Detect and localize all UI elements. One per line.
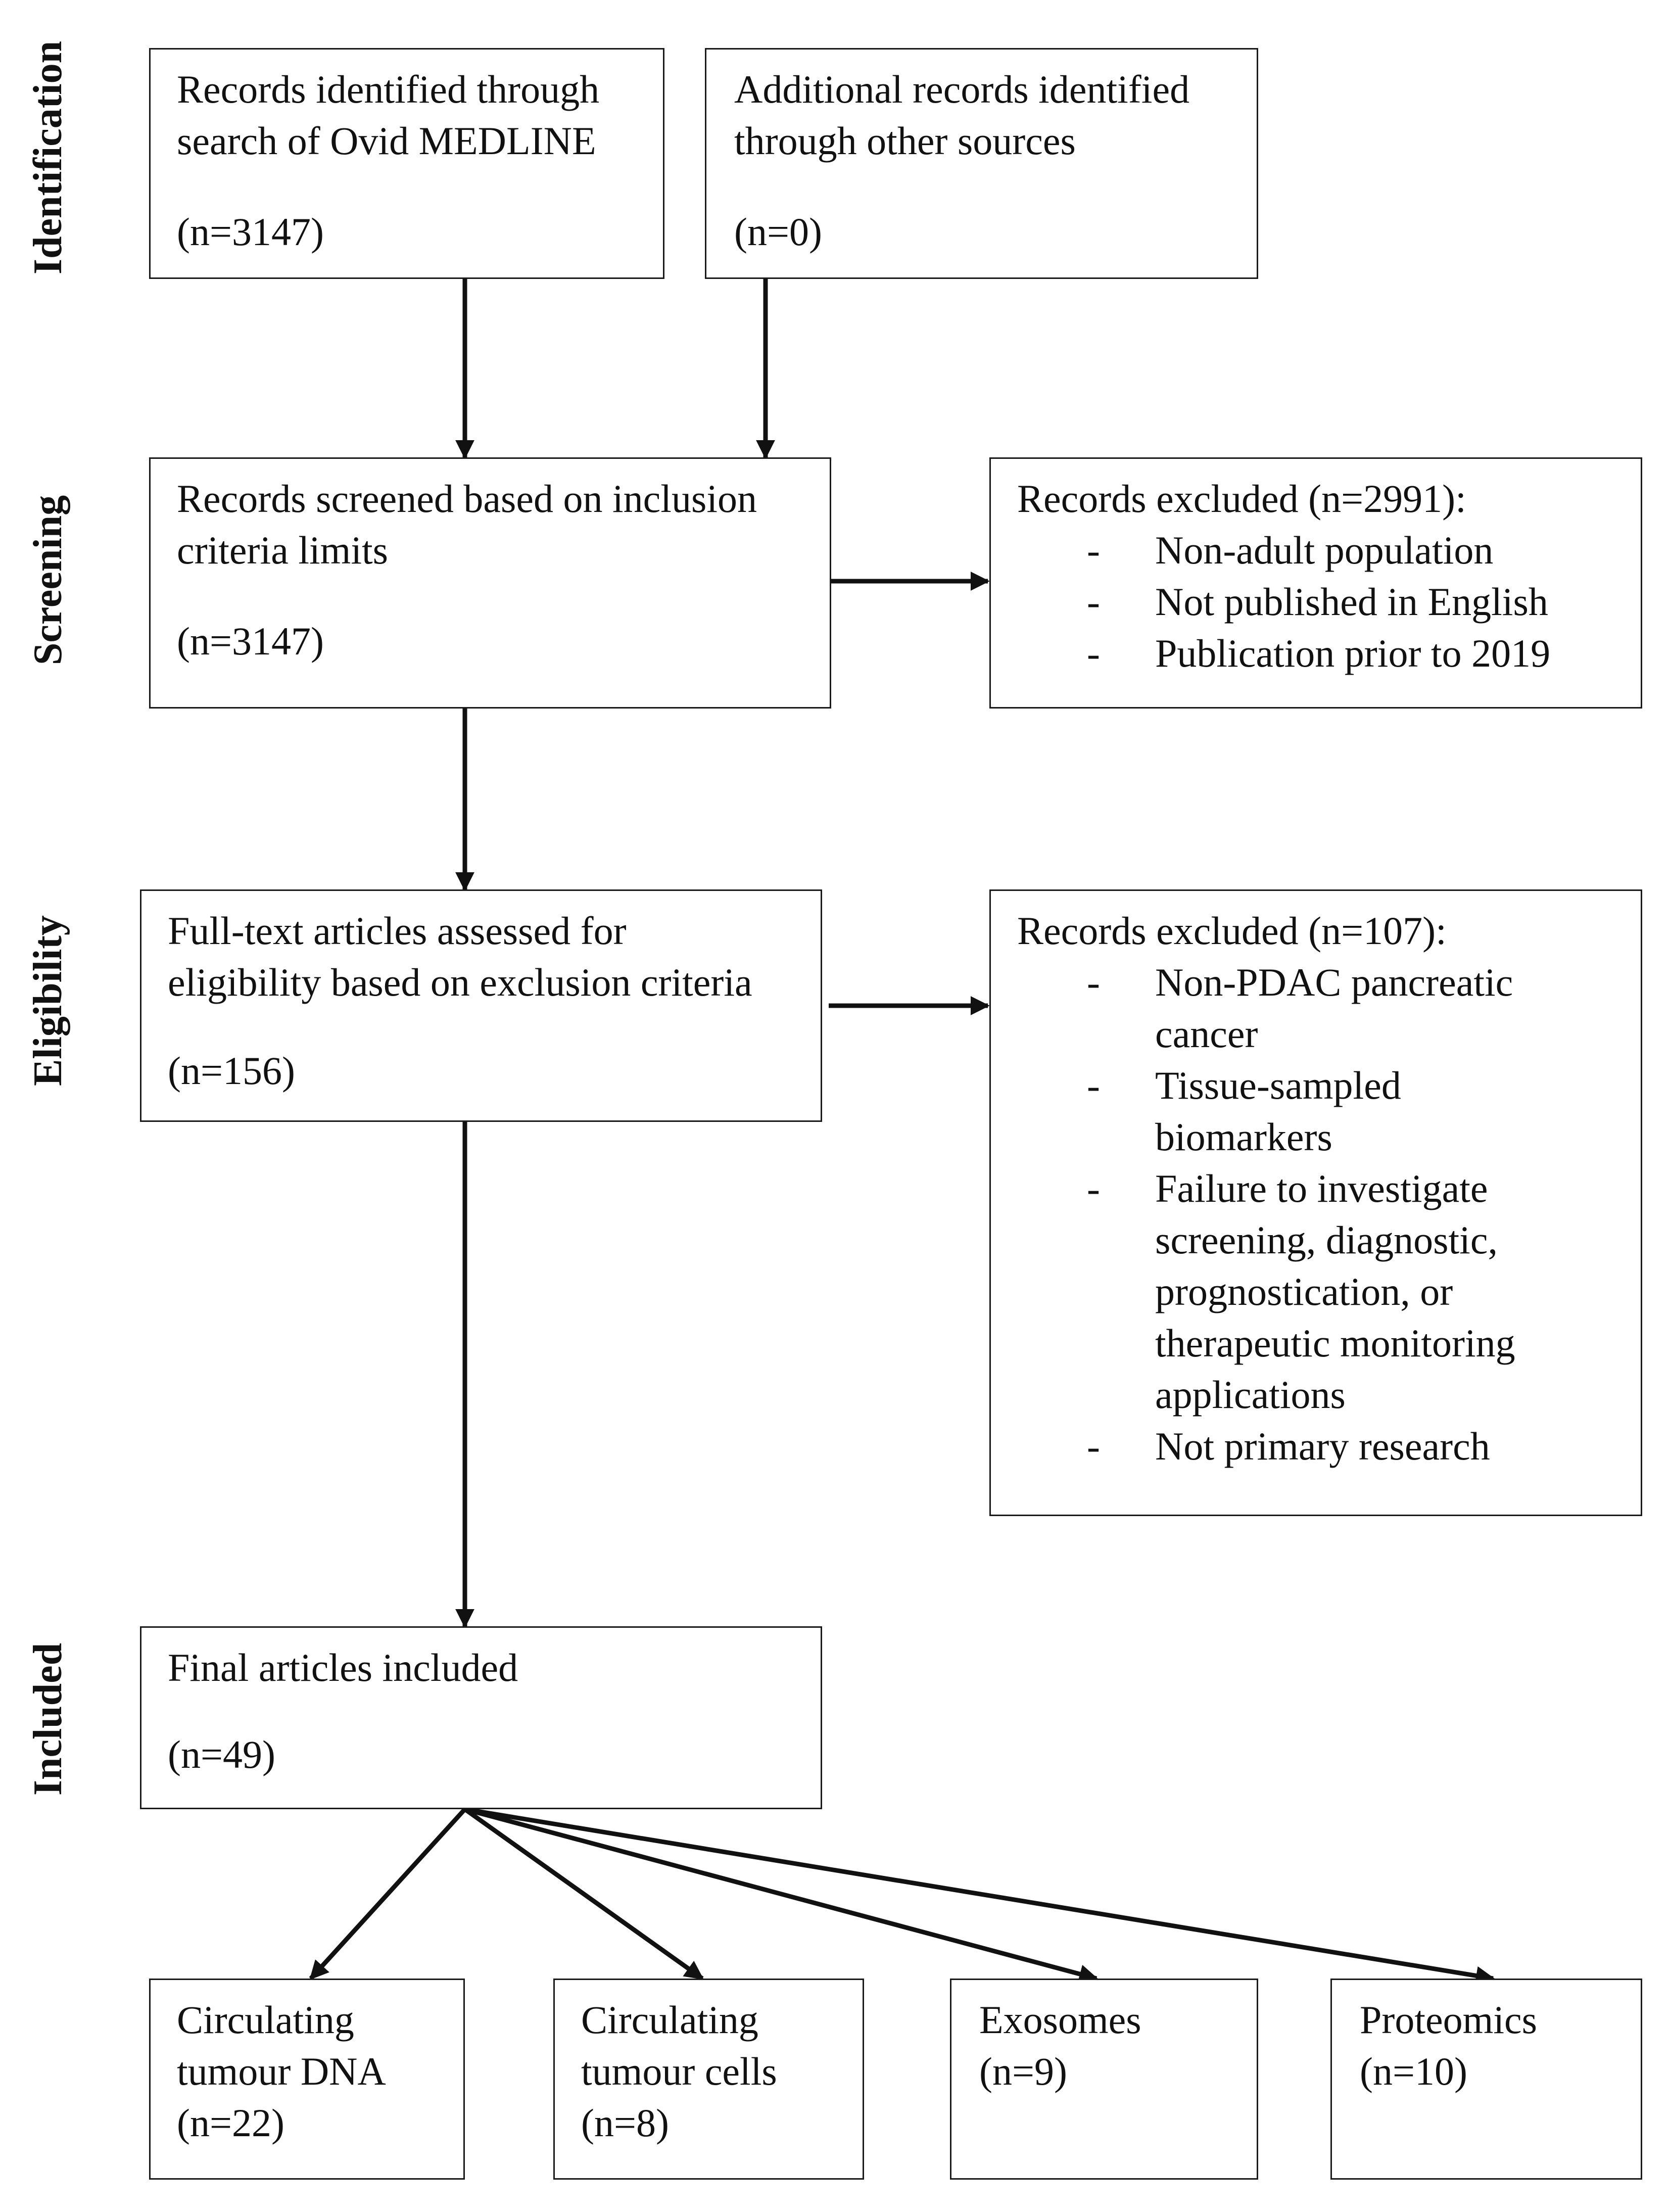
records-screened-line2: criteria limits — [177, 528, 389, 572]
records-identified-line1: Records identified through — [177, 67, 600, 111]
final-articles-count: (n=49) — [168, 1732, 275, 1776]
eligibility-reason-dash: - — [1087, 1424, 1100, 1468]
records-identified-count: (n=3147) — [177, 210, 324, 254]
arrow-final-to-ctc — [463, 1807, 704, 1981]
eligibility-reason-line: Tissue-sampled — [1155, 1063, 1401, 1107]
final-articles-box: Final articles included (n=49) — [140, 1626, 822, 1809]
arrow-final-to-proteomics — [464, 1807, 1495, 1986]
records-screened-box: Records screened based on inclusion crit… — [149, 457, 831, 709]
records-screened-count: (n=3147) — [177, 619, 324, 663]
category-box-proteomics: Proteomics (n=10) — [1330, 1979, 1642, 2180]
screening-reason-item: Non-adult population — [1155, 528, 1494, 572]
screening-excluded-box: Records excluded (n=2991): - Non-adult p… — [989, 457, 1642, 709]
eligibility-reason-line: Non-PDAC pancreatic — [1155, 960, 1513, 1004]
category-line1: Circulating — [177, 1998, 354, 2042]
category-box-circulating-tumour-cells: Circulating tumour cells (n=8) — [553, 1979, 864, 2180]
screening-reason-dash: - — [1087, 528, 1100, 572]
eligibility-excluded-heading: Records excluded (n=107): — [1017, 909, 1447, 953]
full-text-assessed-count: (n=156) — [168, 1049, 295, 1093]
eligibility-reason-line: prognostication, or — [1155, 1269, 1453, 1313]
eligibility-reason-line: applications — [1155, 1373, 1346, 1417]
arrow-final-to-ctdna — [309, 1807, 467, 1981]
eligibility-reason-dash: - — [1087, 1166, 1100, 1210]
category-line1: Circulating — [581, 1998, 758, 2042]
category-line1: Exosomes — [979, 1998, 1141, 2042]
stage-label-included: Included — [26, 1642, 70, 1796]
category-count: (n=9) — [979, 2049, 1067, 2093]
eligibility-reason-line: therapeutic monitoring — [1155, 1321, 1515, 1365]
stage-label-identification: Identification — [26, 40, 70, 275]
eligibility-reason-line: biomarkers — [1155, 1115, 1332, 1159]
screening-excluded-heading: Records excluded (n=2991): — [1017, 477, 1466, 521]
stage-label-screening: Screening — [26, 495, 70, 666]
records-identified-line2: search of Ovid MEDLINE — [177, 119, 596, 163]
additional-records-count: (n=0) — [734, 210, 822, 254]
additional-records-line1: Additional records identified — [734, 67, 1190, 111]
additional-records-line2: through other sources — [734, 119, 1076, 163]
records-screened-line1: Records screened based on inclusion — [177, 477, 757, 521]
full-text-assessed-box: Full-text articles assessed for eligibil… — [140, 889, 822, 1122]
eligibility-excluded-box: Records excluded (n=107): - Non-PDAC pan… — [989, 889, 1642, 1516]
eligibility-reason-line: Not primary research — [1155, 1424, 1490, 1468]
eligibility-reason-line: Failure to investigate — [1155, 1166, 1488, 1210]
category-count: (n=8) — [581, 2101, 669, 2145]
category-count: (n=22) — [177, 2101, 284, 2145]
category-count: (n=10) — [1360, 2049, 1467, 2093]
screening-reason-item: Publication prior to 2019 — [1155, 631, 1551, 675]
category-box-circulating-tumour-dna: Circulating tumour DNA (n=22) — [149, 1979, 465, 2180]
additional-records-box: Additional records identified through ot… — [705, 48, 1258, 279]
full-text-assessed-line2: eligibility based on exclusion criteria — [168, 960, 752, 1004]
screening-reason-dash: - — [1087, 580, 1100, 624]
full-text-assessed-line1: Full-text articles assessed for — [168, 909, 627, 953]
category-line2: tumour DNA — [177, 2049, 386, 2093]
eligibility-reason-dash: - — [1087, 960, 1100, 1004]
category-line2: tumour cells — [581, 2049, 777, 2093]
records-identified-box: Records identified through search of Ovi… — [149, 48, 664, 279]
eligibility-reason-line: screening, diagnostic, — [1155, 1218, 1498, 1262]
final-articles-line1: Final articles included — [168, 1645, 518, 1689]
eligibility-reason-line: cancer — [1155, 1012, 1258, 1056]
screening-reason-dash: - — [1087, 631, 1100, 675]
stage-label-eligibility: Eligibility — [26, 915, 70, 1086]
category-line1: Proteomics — [1360, 1998, 1537, 2042]
screening-reason-item: Not published in English — [1155, 580, 1548, 624]
arrow-final-to-exosomes — [464, 1807, 1099, 1984]
eligibility-reason-dash: - — [1087, 1063, 1100, 1107]
category-box-exosomes: Exosomes (n=9) — [950, 1979, 1258, 2180]
